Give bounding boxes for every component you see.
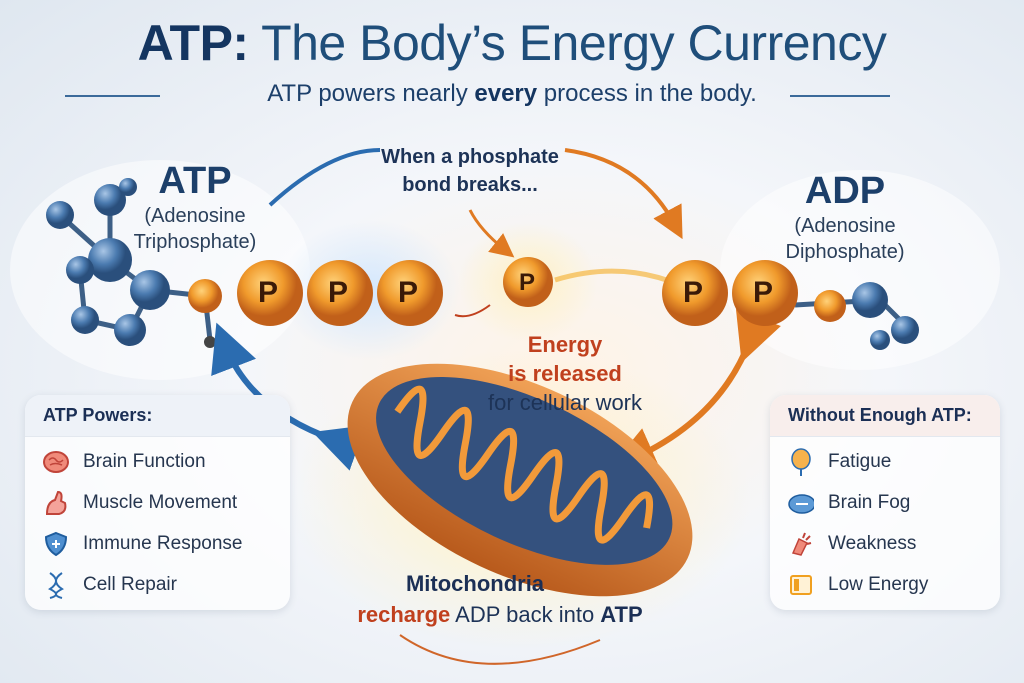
dna-icon [43,571,69,599]
arc-under-mito [399,634,601,665]
phosphate-released: P [519,269,536,296]
brain-icon [43,448,69,476]
adp-fullname-1: (Adenosine [794,215,896,237]
oxygen-ball-adp [814,290,846,322]
atp-label-group: ATP (Adenosine Triphosphate) [130,160,260,255]
adp-label: ADP [804,170,886,212]
oxygen-ball-atp [188,279,222,313]
arm-icon [43,489,69,517]
shield-icon [43,530,69,558]
divider-right [790,95,890,97]
arrow-atp-to-text [268,148,381,207]
phosphate-p5: P [753,276,774,309]
atoms-left [46,178,216,348]
panel-header: ATP Powers: [25,395,290,437]
weak-arm-icon [788,530,814,558]
phosphates-atp [237,260,443,326]
phosphate-p1: P [258,276,279,309]
adp-fullname-2: Diphosphate) [785,241,905,263]
atp-label: ATP [158,160,232,202]
energy-released-text: Energy is released for cellular work [487,332,643,415]
atp-fullname-2: Triphosphate) [133,231,257,253]
atp-fullname-1: (Adenosine [144,205,246,227]
arrow-adp-mito [608,309,781,473]
list-item: Muscle Movement [25,482,290,523]
arrow-to-adp [564,148,683,240]
mitochondrion [347,363,693,597]
phosphate-p2: P [328,276,349,309]
page-title: ATP: The Body’s Energy Currency [137,15,887,71]
list-item: Brain Fog [770,482,1000,523]
list-item: Immune Response [25,523,290,564]
list-item: Weakness [770,523,1000,564]
atp-powers-panel: ATP Powers: Brain Function Muscle Moveme… [25,395,290,610]
spark-line [454,304,491,318]
phosphate-p4: P [683,276,704,309]
list-item: Fatigue [770,441,1000,482]
atoms-right [852,282,919,350]
adp-halo [720,170,1000,370]
without-atp-panel: Without Enough ATP: Fatigue Brain Fog We… [770,395,1000,610]
list-item: Cell Repair [25,564,290,605]
phosphates-adp [662,260,798,326]
low-battery-icon [788,571,814,599]
arrow-to-phosphate [468,209,515,258]
list-item: Brain Function [25,441,290,482]
subtitle: ATP powers nearly every process in the b… [267,80,757,107]
tired-face-icon [788,447,814,476]
phosphate-p3: P [398,276,419,309]
released-phosphate [503,257,553,307]
divider-left [65,95,160,97]
mitochondria-caption: Mitochondria recharge ADP back into ATP [357,571,643,627]
adp-label-group: ADP (Adenosine Diphosphate) [775,170,915,265]
cloud-icon [788,489,814,517]
list-item: Low Energy [770,564,1000,605]
panel-header: Without Enough ATP: [770,395,1000,437]
